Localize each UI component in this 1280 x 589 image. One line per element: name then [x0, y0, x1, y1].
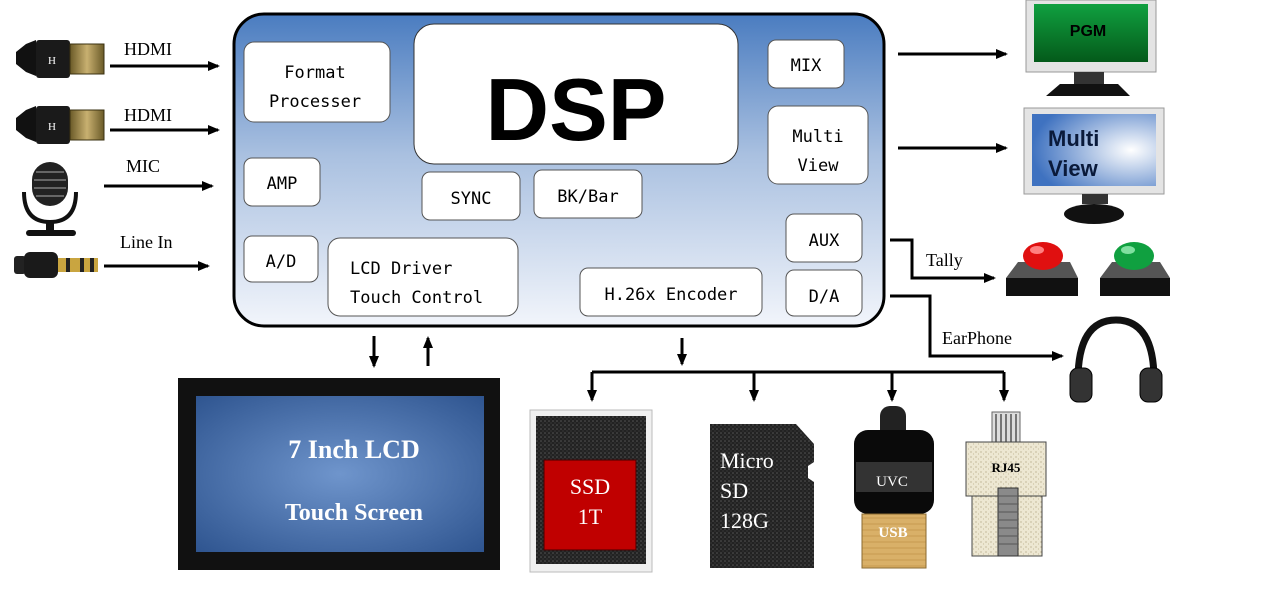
multiview-out-line1: Multi — [1048, 126, 1099, 151]
audio-jack-icon — [14, 252, 98, 278]
format-processer-box — [243, 41, 391, 123]
lcd-driver-box — [327, 237, 519, 317]
format-processer-line1: Format — [284, 63, 345, 83]
mix-box — [767, 39, 845, 89]
aux-label: AUX — [809, 231, 840, 251]
tally-light-red-icon — [1006, 242, 1078, 296]
earphone-arrow — [890, 294, 1064, 361]
multiview-monitor-icon — [1023, 107, 1165, 224]
hdmi-plug-letter: H — [48, 55, 56, 67]
lcd-driver-line1: LCD Driver — [350, 259, 452, 279]
dsp-box — [413, 23, 739, 165]
lcd-driver-line2: Touch Control — [350, 288, 483, 308]
lcd-screen-icon — [178, 378, 500, 570]
dsp-label: DSP — [486, 60, 667, 159]
ssd-line1: SSD — [570, 474, 610, 499]
ad-label: A/D — [266, 252, 297, 272]
microsd-icon — [710, 424, 814, 568]
mix-label: MIX — [791, 56, 822, 76]
encoder-label: H.26x Encoder — [604, 285, 737, 305]
amp-box — [243, 157, 321, 207]
rj45-label: RJ45 — [992, 460, 1021, 475]
headphones-icon — [1069, 316, 1163, 403]
sd-line1: Micro — [720, 448, 774, 473]
bkbar-box — [533, 169, 643, 219]
sync-box — [421, 171, 521, 221]
lcd-line2: Touch Screen — [285, 500, 423, 526]
bkbar-label: BK/Bar — [557, 187, 618, 207]
hdmi1-label: HDMI — [124, 39, 172, 59]
uvc-label: UVC — [876, 474, 908, 490]
hdmi-plug-icon: H — [16, 106, 105, 144]
da-box — [785, 269, 863, 317]
pgm-monitor-icon — [1025, 0, 1157, 96]
earphone-label: EarPhone — [942, 328, 1012, 348]
sync-label: SYNC — [451, 189, 492, 209]
hdmi-plug-icon: H — [16, 40, 105, 78]
ad-box — [243, 235, 319, 283]
hdmi2-label: HDMI — [124, 105, 172, 125]
linein-label: Line In — [120, 232, 172, 252]
da-label: D/A — [809, 287, 840, 307]
tally-arrow — [890, 238, 996, 283]
usb-label: USB — [878, 525, 907, 541]
sd-line2: SD — [720, 478, 748, 503]
usb-dongle-icon — [854, 406, 934, 569]
aux-box — [785, 213, 863, 263]
pgm-label: PGM — [1070, 23, 1106, 40]
rj45-connector-icon — [965, 411, 1047, 557]
sd-line3: 128G — [720, 508, 769, 533]
lcd-line1: 7 Inch LCD — [288, 435, 419, 464]
microphone-icon — [22, 162, 78, 236]
multiview-line2: View — [798, 156, 840, 176]
ssd-line2: 1T — [578, 504, 603, 529]
multiview-box — [767, 105, 869, 185]
tally-light-green-icon — [1100, 242, 1170, 296]
multiview-line1: Multi — [792, 127, 843, 147]
encoder-box — [579, 267, 763, 317]
hdmi-plug-letter: H — [48, 121, 56, 133]
tally-label: Tally — [926, 250, 963, 270]
format-processer-line2: Processer — [269, 92, 361, 112]
mic-label: MIC — [126, 156, 160, 176]
amp-label: AMP — [267, 174, 298, 194]
multiview-out-line2: View — [1048, 156, 1099, 181]
ssd-icon — [529, 409, 653, 573]
